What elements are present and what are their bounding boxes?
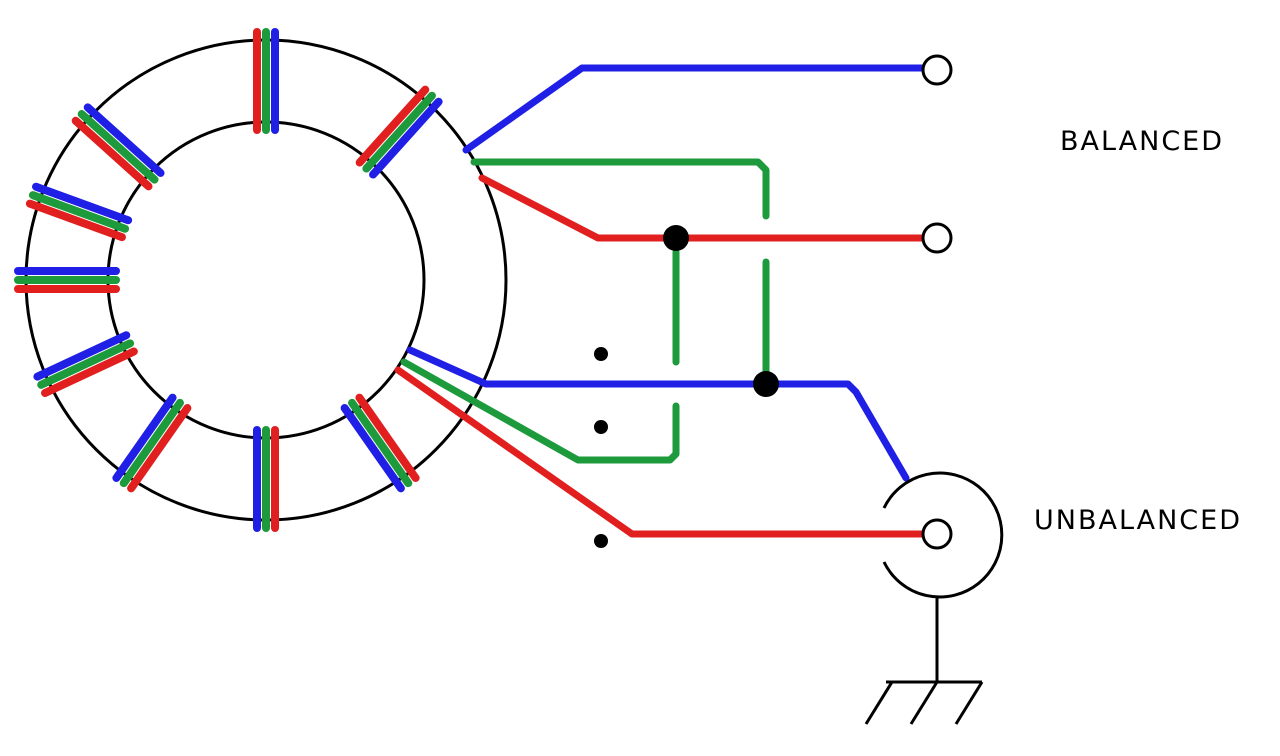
winding-turn [83, 103, 165, 177]
junction-dot-red-green [663, 225, 689, 251]
balanced-terminal-1 [921, 54, 953, 86]
green-wire-bottom [400, 358, 680, 464]
junction-dot-blue-green [753, 371, 779, 397]
winding-turn [71, 116, 153, 191]
winding-turn [355, 85, 430, 167]
phase-dot-2 [594, 420, 608, 434]
winding-group [33, 331, 138, 397]
phase-dots [594, 347, 608, 548]
red-wire-unbalanced [394, 366, 928, 538]
winding-group [253, 426, 279, 532]
wiring [394, 64, 928, 538]
winding-turn [369, 97, 443, 179]
winding-turn [77, 110, 159, 184]
winding-turn [119, 398, 184, 488]
winding-group [253, 28, 279, 134]
junctions [663, 225, 779, 397]
winding-turn [127, 404, 192, 493]
trifilar-winding [14, 28, 443, 532]
winding-turn [37, 339, 135, 389]
terminals [921, 54, 953, 254]
unbalanced-label: UNBALANCED [1034, 505, 1242, 536]
winding-turn [340, 404, 405, 493]
balanced-label: BALANCED [1060, 126, 1225, 157]
blue-wire-unbalanced [406, 346, 910, 482]
winding-group [71, 103, 165, 191]
winding-turn [112, 393, 177, 482]
winding-turn [28, 191, 130, 233]
winding-group [340, 393, 420, 493]
winding-group [355, 85, 443, 179]
coax-connector [882, 471, 1004, 599]
winding-turn [355, 393, 420, 482]
winding-turn [362, 91, 436, 173]
winding-turn [41, 347, 138, 397]
winding-turn [348, 398, 413, 488]
coax-shield [882, 471, 1004, 599]
phase-dot-3 [594, 534, 608, 548]
winding-turn [32, 182, 133, 225]
red-wire-balanced [478, 174, 928, 242]
ground-icon [864, 596, 984, 725]
blue-wire-balanced [462, 64, 928, 154]
winding-turn [25, 199, 126, 242]
winding-turn [33, 331, 131, 381]
winding-group [112, 393, 192, 493]
green-wire-top [470, 158, 770, 220]
phase-dot-1 [594, 347, 608, 361]
balanced-terminal-2 [921, 222, 953, 254]
winding-group [25, 182, 133, 242]
winding-group [14, 267, 120, 293]
coax-center-terminal [921, 518, 953, 550]
